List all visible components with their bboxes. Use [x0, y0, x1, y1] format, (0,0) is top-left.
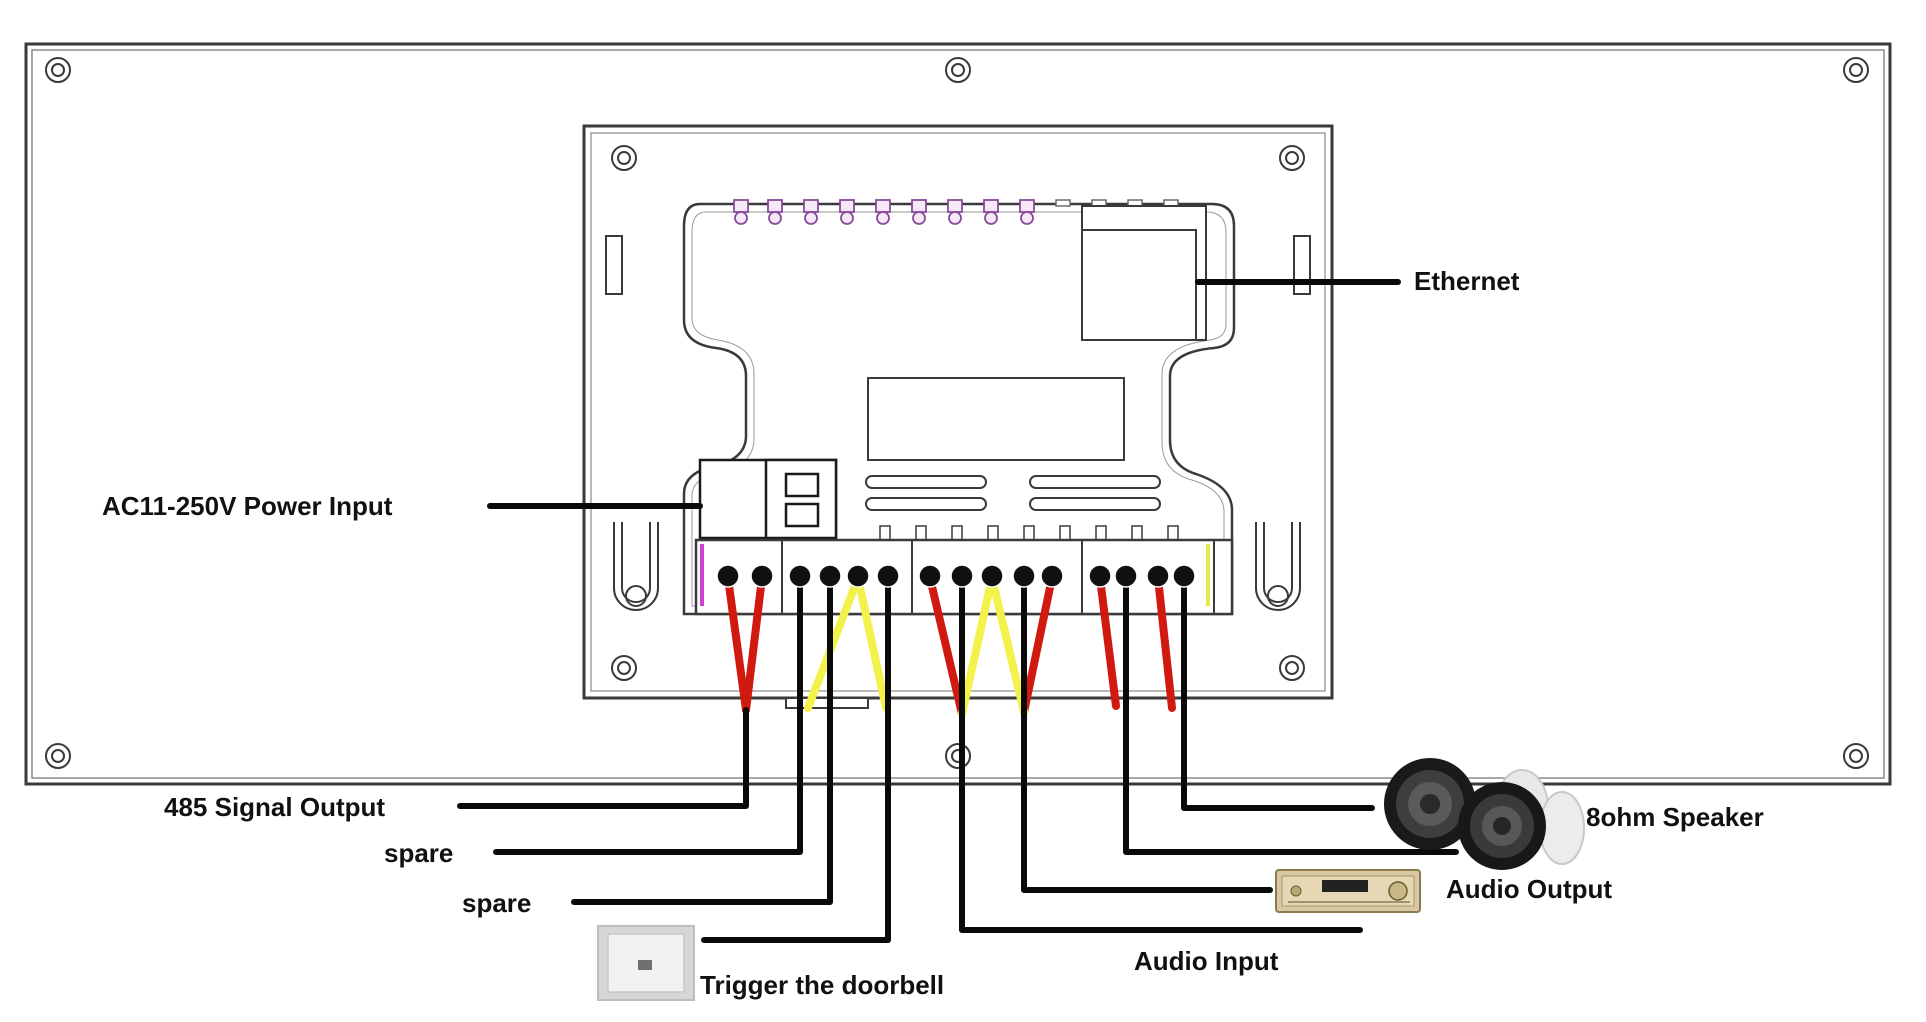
label-power-input: AC11-250V Power Input — [102, 491, 393, 521]
screw-icon — [1279, 655, 1305, 681]
label-spare-1: spare — [384, 838, 453, 868]
header-pins — [733, 199, 1035, 225]
screw-icon — [945, 57, 971, 83]
screw-icon — [45, 743, 71, 769]
label-spare-2: spare — [462, 888, 531, 918]
header-pins-plain — [1055, 199, 1179, 207]
wire-black-runs — [457, 279, 1459, 943]
device-screw-icons — [611, 145, 1305, 681]
spring-clips — [613, 522, 1301, 611]
screw-icon — [1279, 145, 1305, 171]
label-ethernet: Ethernet — [1414, 266, 1520, 296]
screw-icon — [1843, 57, 1869, 83]
doorbell-button-icon — [597, 925, 695, 1001]
vent-slots — [865, 475, 1161, 511]
terminal-top-pins — [879, 525, 1179, 541]
screw-icon — [611, 145, 637, 171]
ethernet-port — [1081, 205, 1207, 341]
screw-icon — [945, 743, 971, 769]
label-485-output: 485 Signal Output — [164, 792, 385, 822]
label-speaker: 8ohm Speaker — [1586, 802, 1764, 832]
speaker-icon — [1384, 758, 1585, 870]
screw-icon — [611, 655, 637, 681]
label-audio-output: Audio Output — [1446, 874, 1612, 904]
labels: Ethernet AC11-250V Power Input 485 Signa… — [102, 266, 1764, 1000]
screw-icon — [1843, 743, 1869, 769]
label-trigger-doorbell: Trigger the doorbell — [700, 970, 944, 1000]
center-chip — [867, 377, 1125, 461]
screw-icon — [45, 57, 71, 83]
amplifier-icon — [1275, 869, 1421, 913]
label-audio-input: Audio Input — [1134, 946, 1279, 976]
terminal-screw-icons — [716, 564, 1196, 588]
side-slots — [605, 235, 1311, 295]
power-connector — [698, 458, 838, 540]
